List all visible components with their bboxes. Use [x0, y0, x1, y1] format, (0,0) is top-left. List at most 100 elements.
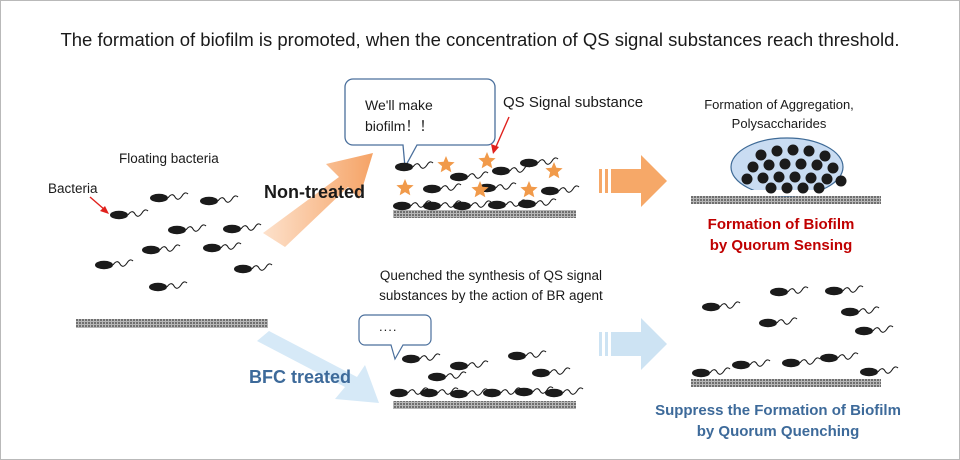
biofilm-cell: [795, 158, 807, 170]
biofilm-cell: [773, 171, 785, 183]
biofilm-cell: [757, 172, 769, 184]
qs-signal-star: [520, 181, 538, 198]
bacterium: [518, 198, 557, 209]
bacterium: [390, 387, 429, 398]
bacterium: [732, 359, 771, 370]
qs-signal-star: [478, 152, 496, 169]
floating-bacteria-label: Floating bacteria: [119, 151, 219, 166]
bacteria-pointer-arrow: [89, 196, 109, 214]
surface-strip: [76, 319, 268, 328]
bacterium: [168, 224, 207, 235]
bacteria-label: Bacteria: [48, 181, 98, 196]
bacterium: [820, 352, 859, 363]
bacterium: [532, 367, 571, 378]
biofilm-cell: [781, 182, 793, 194]
bacterium: [520, 157, 559, 168]
biofilm-cell: [821, 173, 833, 185]
qs-signal-star: [471, 181, 489, 198]
speech-bubble: [344, 78, 496, 170]
qs-signal-label: QS Signal substance: [503, 94, 644, 111]
result-arrow-top-stripe: [605, 169, 608, 193]
headline: The formation of biofilm is promoted, wh…: [60, 29, 900, 50]
aggregation-label: Formation of Aggregation, Polysaccharide…: [704, 97, 854, 131]
biofilm-cell: [755, 149, 767, 161]
bacterium: [770, 286, 809, 297]
biofilm-cell: [747, 161, 759, 173]
biofilm-quorum-sensing-title: Formation of Biofilm by Quorum Sensing: [707, 216, 855, 254]
bacterium: [692, 367, 731, 378]
biofilm-cell: [765, 182, 777, 194]
bacterium: [142, 244, 181, 255]
surface-strip: [393, 401, 576, 409]
qs-signal-star: [545, 162, 563, 179]
bacterium: [453, 200, 492, 211]
bfc-treated-arrow: [257, 331, 379, 403]
bacterium: [423, 200, 462, 211]
biofilm-cell: [741, 173, 753, 185]
bacterium: [483, 387, 522, 398]
result-arrow-bottom-stripe: [599, 332, 602, 356]
bacterium: [428, 371, 467, 382]
bacterium: [825, 285, 864, 296]
bacterium: [515, 386, 554, 397]
biofilm-cell: [835, 175, 847, 187]
biofilm-cell: [819, 150, 831, 162]
bacterium: [450, 360, 489, 371]
bacterium: [782, 357, 821, 368]
bacterium: [508, 350, 547, 361]
bacterium: [110, 209, 149, 220]
bacterium: [149, 281, 188, 292]
qs-signal-star: [396, 179, 414, 196]
thought-bubble-dots: ....: [379, 319, 398, 334]
qs-signal-star: [437, 156, 455, 173]
qs-signal-stars: [396, 152, 563, 198]
biofilm-cell: [827, 162, 839, 174]
bacterium: [492, 165, 531, 176]
bacterium: [841, 306, 880, 317]
bacterium: [420, 387, 459, 398]
qs-pointer-arrow: [491, 116, 510, 154]
bacterium: [488, 199, 527, 210]
biofilm-cell: [811, 159, 823, 171]
result-arrow-bottom: [611, 318, 667, 370]
biofilm-cell: [771, 145, 783, 157]
non-treated-label: Non-treated: [264, 182, 366, 202]
bacterium: [855, 325, 894, 336]
bacterium: [450, 388, 489, 399]
result-arrow-top-stripe: [599, 169, 602, 193]
bacterium: [545, 387, 584, 398]
bacterium: [450, 171, 489, 182]
bacterium: [702, 301, 741, 312]
non-treated-arrow: [263, 153, 373, 247]
bacterium: [759, 317, 798, 328]
bacterium: [223, 223, 262, 234]
bfc-treated-label: BFC treated: [249, 367, 352, 387]
bacterium: [95, 259, 134, 270]
bacterium: [423, 183, 462, 194]
bacterium: [541, 185, 580, 196]
thought-bubble: [358, 314, 432, 361]
bacteria-group: [95, 157, 899, 399]
bacterium: [860, 366, 899, 377]
biofilm-cell: [813, 182, 825, 194]
speech-bubble-text: We'll make biofilm！！: [365, 97, 434, 134]
quenched-description: Quenched the synthesis of QS signal subs…: [379, 268, 603, 303]
biofilm-cell: [779, 158, 791, 170]
biofilm-cell: [763, 159, 775, 171]
biofilm-cell: [787, 144, 799, 156]
bacterium: [200, 195, 239, 206]
biofilm-cell: [805, 172, 817, 184]
bacterium: [393, 200, 432, 211]
bacterium: [150, 192, 189, 203]
bacterium: [395, 161, 434, 172]
bacterium: [203, 242, 242, 253]
surface-strip: [393, 210, 576, 218]
biofilm-cell: [803, 145, 815, 157]
result-arrow-top: [611, 155, 667, 207]
biofilm-cells: [741, 144, 847, 194]
surface-strip: [691, 196, 881, 204]
suppress-biofilm-title: Suppress the Formation of Biofilm by Quo…: [655, 402, 901, 440]
biofilm-cell: [797, 182, 809, 194]
surface-strip: [691, 379, 881, 387]
